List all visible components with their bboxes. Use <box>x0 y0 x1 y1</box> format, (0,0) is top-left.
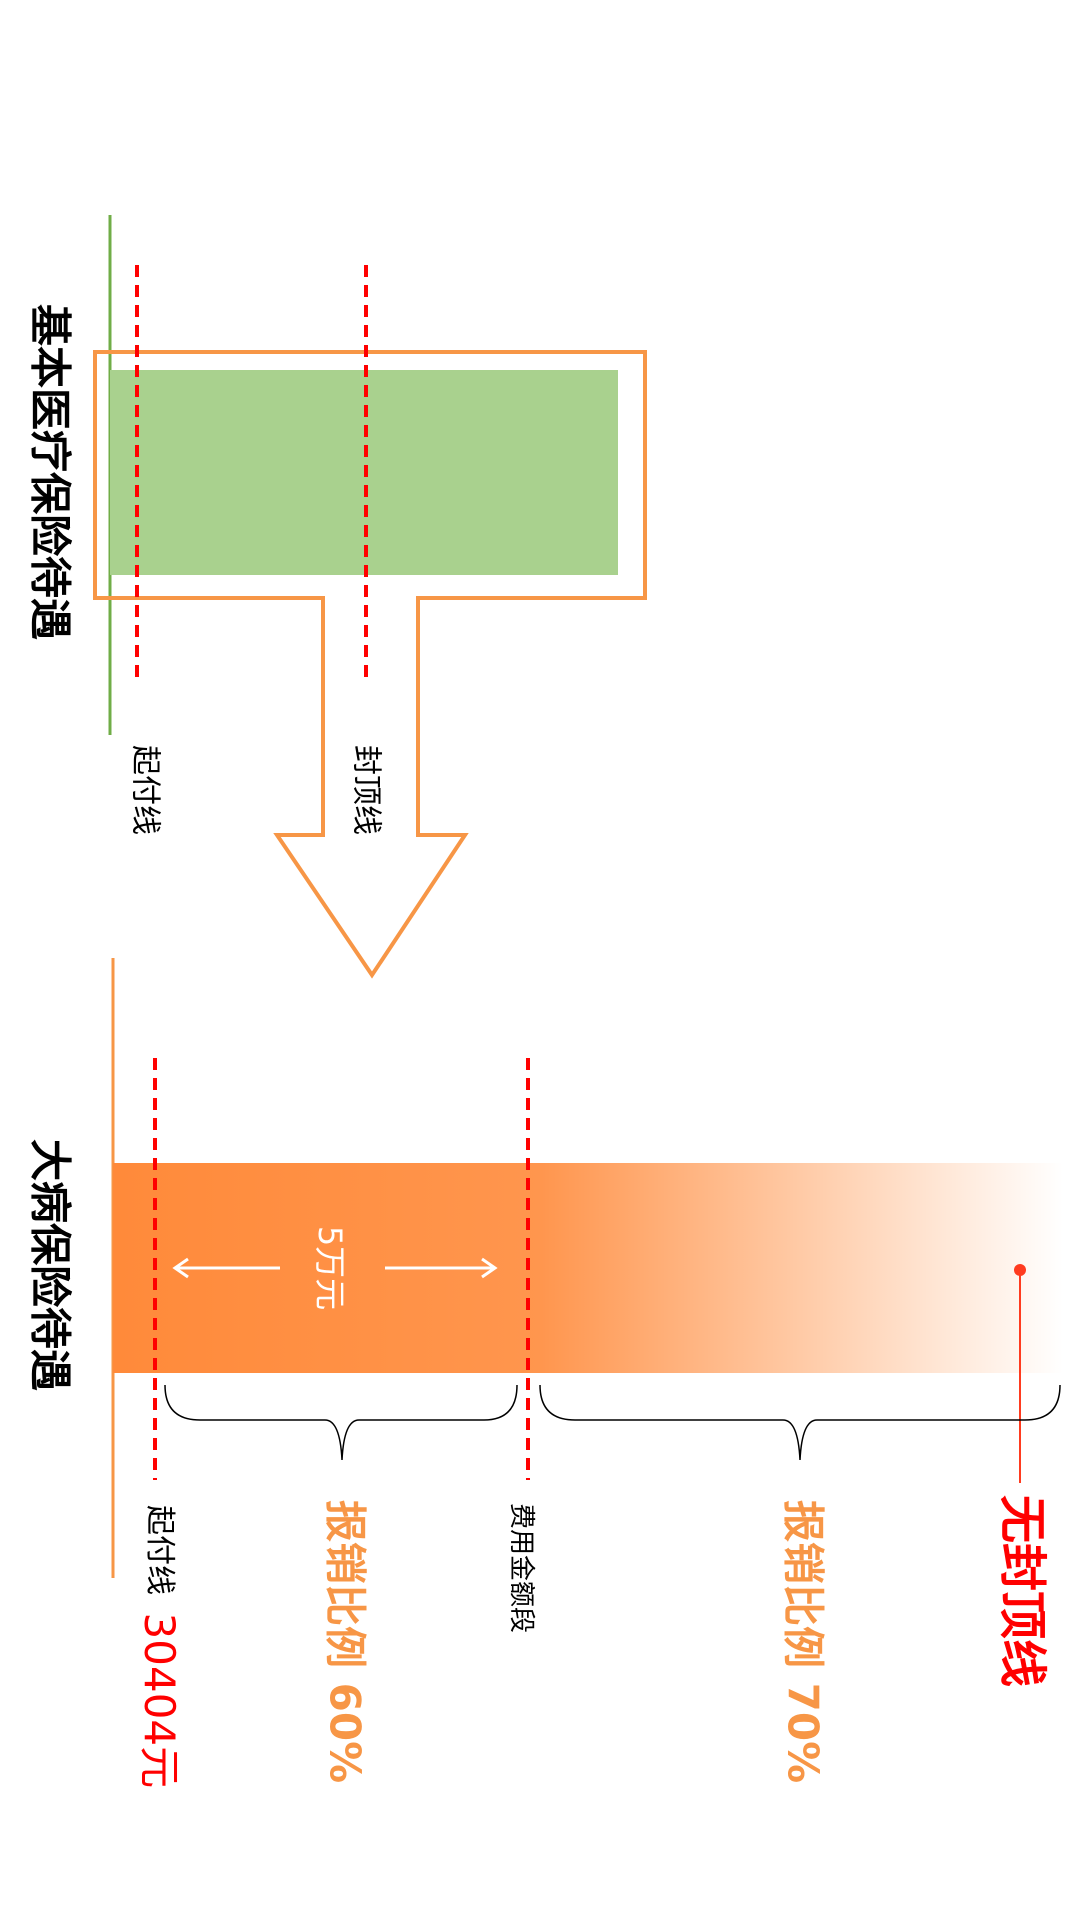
range-arrow-left-icon <box>172 1257 189 1279</box>
basic-deductible-label: 起付线 <box>128 745 163 835</box>
serious-title: 大病保险待遇 <box>26 1139 75 1391</box>
range-arrow-right-icon <box>481 1257 498 1279</box>
range-label: 5万元 <box>311 1226 349 1310</box>
ratio-low-label: 报销比例 60% <box>321 1500 370 1783</box>
serious-deductible-text: 起付线 30404元 <box>136 1505 185 1788</box>
segment-label: 费用金额段 <box>506 1503 536 1633</box>
serious-deductible-value: 30404元 <box>136 1613 185 1789</box>
basic-title: 基本医疗保险待遇 <box>26 304 75 640</box>
brace-high-segment <box>539 1384 1061 1461</box>
serious-deductible-label: 起付线 <box>143 1505 178 1595</box>
no-cap-label: 无封顶线 <box>994 1495 1050 1687</box>
brace-low-segment <box>164 1384 518 1461</box>
ratio-high-label: 报销比例 70% <box>779 1500 828 1783</box>
transition-arrow <box>93 350 647 979</box>
basic-cap-label: 封顶线 <box>349 745 384 835</box>
